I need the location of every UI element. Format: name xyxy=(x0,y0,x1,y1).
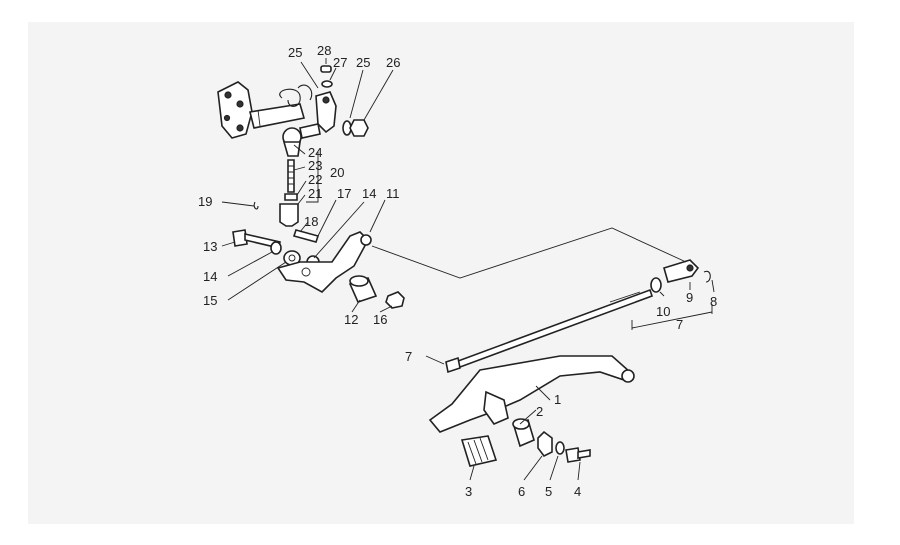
callout-28: 28 xyxy=(317,43,331,58)
callout-14-left: 14 xyxy=(203,269,217,284)
screw-28 xyxy=(320,65,332,73)
callout-9: 9 xyxy=(686,290,693,305)
clip-19 xyxy=(253,201,259,210)
nut-16 xyxy=(385,291,405,309)
washer-14-left xyxy=(270,241,282,255)
bushing-2 xyxy=(512,418,535,448)
diagram-background xyxy=(28,22,854,524)
spacer-12 xyxy=(348,275,378,303)
callout-23: 23 xyxy=(308,158,322,173)
clip-7-left xyxy=(445,356,461,374)
nut-27 xyxy=(321,80,333,88)
callout-22: 22 xyxy=(308,172,322,187)
callout-10: 10 xyxy=(656,304,670,319)
callout-7-left: 7 xyxy=(405,349,412,364)
callout-20: 20 xyxy=(330,165,344,180)
nut-26 xyxy=(349,119,369,137)
bolt-4 xyxy=(565,447,591,463)
gear-lever-11 xyxy=(276,231,372,293)
callout-3: 3 xyxy=(465,484,472,499)
callout-26: 26 xyxy=(386,55,400,70)
gear-pedal-1 xyxy=(428,355,635,433)
callout-25-right: 25 xyxy=(356,55,370,70)
callout-15: 15 xyxy=(203,293,217,308)
leader-lines xyxy=(221,58,715,481)
selector-shaft xyxy=(249,103,306,129)
washer-6 xyxy=(537,430,553,458)
callout-4: 4 xyxy=(574,484,581,499)
callout-8: 7 xyxy=(676,317,683,332)
clamp-bolt xyxy=(299,123,321,139)
bushing-15 xyxy=(283,250,301,266)
callout-14-top: 14 xyxy=(362,186,376,201)
return-spring xyxy=(279,84,313,107)
ball-joint-24 xyxy=(282,127,302,157)
callout-5: 5 xyxy=(545,484,552,499)
callout-27: 27 xyxy=(333,55,347,70)
selector-housing xyxy=(217,81,253,139)
callout-25-top: 25 xyxy=(288,45,302,60)
callout-7-right: 8 xyxy=(710,294,717,309)
clip-7-right xyxy=(703,270,711,283)
washer-5 xyxy=(555,441,565,455)
callout-2: 2 xyxy=(536,404,543,419)
rod-end-9 xyxy=(663,259,700,283)
nut-10 xyxy=(650,277,662,293)
locknut-22 xyxy=(284,193,298,201)
callout-12: 12 xyxy=(344,312,358,327)
callout-17: 17 xyxy=(337,186,351,201)
callout-18: 18 xyxy=(304,214,318,229)
callout-21: 21 xyxy=(308,186,322,201)
callout-16: 16 xyxy=(373,312,387,327)
threaded-rod-23 xyxy=(287,159,295,193)
callout-11: 11 xyxy=(386,186,400,201)
footrest-rubber-3 xyxy=(460,435,498,467)
callout-24: 24 xyxy=(308,145,322,160)
pin-18 xyxy=(292,229,320,243)
fork-21 xyxy=(279,203,299,227)
callout-labels: 25 28 27 25 26 24 23 20 22 21 19 17 14 1… xyxy=(198,43,717,499)
callout-1: 1 xyxy=(554,392,561,407)
callout-13: 13 xyxy=(203,239,217,254)
callout-19: 19 xyxy=(198,194,212,209)
callout-6: 6 xyxy=(518,484,525,499)
